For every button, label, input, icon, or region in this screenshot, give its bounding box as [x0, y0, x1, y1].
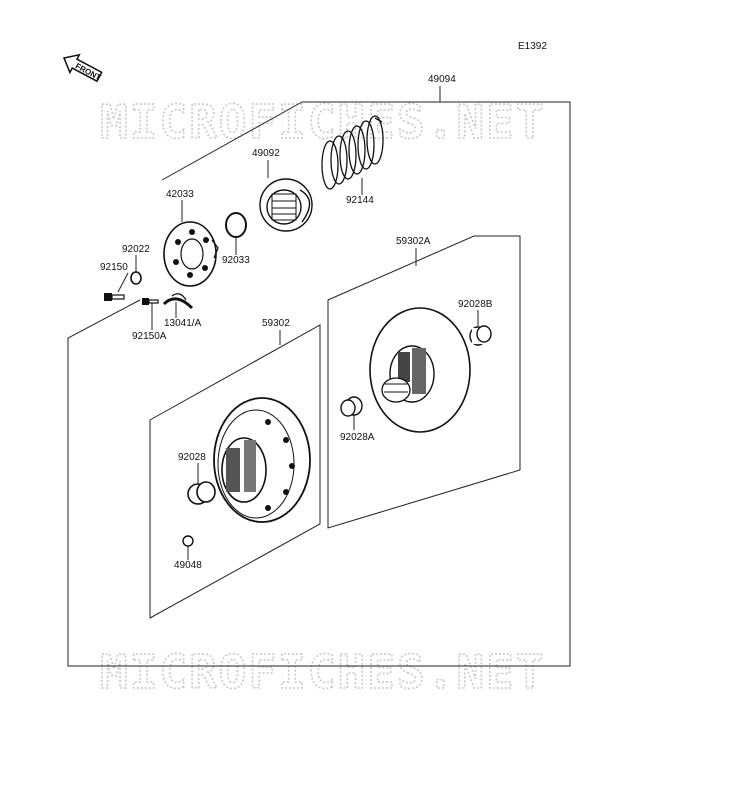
label-49094: 49094 [428, 74, 456, 85]
washer-92022 [130, 271, 142, 285]
label-92028a: 92028A [340, 432, 375, 443]
part-labels: 49094 49092 92144 42033 92033 92022 9215… [100, 74, 493, 571]
label-92144: 92144 [346, 195, 374, 206]
label-92033: 92033 [222, 255, 250, 266]
ring-92033 [225, 212, 247, 238]
cam-49092 [259, 178, 313, 232]
leader-lines [117, 86, 479, 560]
watermark-top: MICROFICHES.NET [100, 95, 545, 149]
slider-49048 [182, 535, 194, 547]
bolt-92150 [104, 293, 125, 301]
plate-42033 [163, 221, 219, 287]
watermark-bottom: MICROFICHES.NET [100, 645, 545, 699]
assembly-outline-59302 [149, 324, 321, 619]
label-92150a: 92150A [132, 331, 167, 342]
label-49048: 49048 [174, 560, 202, 571]
bushing-92028b [469, 325, 492, 346]
diagram-code: E1392 [518, 41, 547, 52]
label-59302a: 59302A [396, 236, 431, 247]
assembly-outline-49094 [67, 101, 571, 667]
label-13041a: 13041/A [164, 318, 202, 329]
label-42033: 42033 [166, 189, 194, 200]
bushing-92028 [187, 481, 216, 505]
sheave-59302a [369, 307, 471, 433]
spring-92144 [321, 115, 384, 190]
front-arrow-icon: FRONT [62, 53, 103, 82]
sheave-59302 [213, 397, 311, 523]
bushing-92028a [340, 396, 363, 417]
bracket-13041a [162, 297, 194, 310]
assembly-outline-59302a [327, 235, 521, 529]
label-59302: 59302 [262, 318, 290, 329]
label-92150: 92150 [100, 262, 128, 273]
label-92028: 92028 [178, 452, 206, 463]
label-49092: 49092 [252, 148, 280, 159]
bolt-92150a [142, 298, 159, 305]
label-92028b: 92028B [458, 299, 493, 310]
label-92022: 92022 [122, 244, 150, 255]
outline-top-diagonal [161, 101, 303, 181]
